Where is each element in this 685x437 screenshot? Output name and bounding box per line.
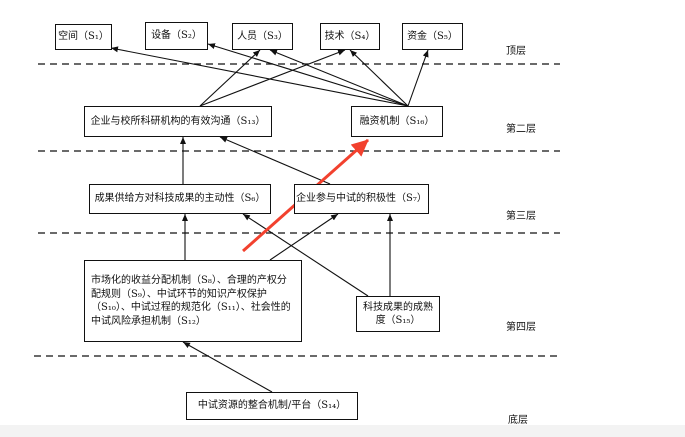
- node-s4: 技术（S₄）: [320, 23, 380, 50]
- node-s13: 企业与校所科研机构的有效沟通（S₁₃）: [84, 106, 272, 137]
- arrow-s13-s4: [199, 49, 346, 107]
- node-s14: 中试资源的整合机制/平台（S₁₄）: [186, 392, 358, 420]
- page-bottom-band: [0, 425, 685, 437]
- node-s16: 融资机制（S₁₆）: [351, 106, 443, 137]
- node-s3: 人员（S₃）: [232, 23, 293, 50]
- arrow-s16-s2: [207, 43, 409, 107]
- arrow-s16-s5: [407, 49, 429, 107]
- node-s6: 成果供给方对科技成果的主动性（S₆）: [89, 184, 271, 214]
- layer-label-bottom: 底层: [508, 415, 528, 426]
- node-s1: 空间（S₁）: [55, 24, 112, 50]
- arrow-s14-s8: [182, 341, 273, 393]
- arrow-s8-s7: [269, 213, 339, 261]
- node-s8-s12: 市场化的收益分配机制（S₈）、合理的产权分配规则（S₉）、中试环节的知识产权保护…: [84, 260, 302, 342]
- layer-label-second: 第二层: [506, 124, 536, 135]
- arrow-s13-s3: [199, 49, 261, 107]
- layer-label-third: 第三层: [506, 211, 536, 222]
- arrow-s7-s13: [219, 136, 331, 185]
- node-s15: 科技成果的成熟度（S₁₅）: [356, 296, 440, 332]
- arrow-s16-s1: [110, 46, 409, 107]
- layer-label-top: 顶层: [506, 46, 526, 57]
- arrow-s16-s4: [349, 49, 409, 107]
- layer-label-fourth: 第四层: [506, 322, 536, 333]
- node-s2: 设备（S₂）: [145, 22, 208, 50]
- arrow-s16-s3: [269, 49, 409, 107]
- arrow-s15-s6: [242, 213, 369, 297]
- node-s5: 资金（S₅）: [402, 23, 463, 50]
- node-s7: 企业参与中试的积极性（S₇）: [294, 184, 429, 214]
